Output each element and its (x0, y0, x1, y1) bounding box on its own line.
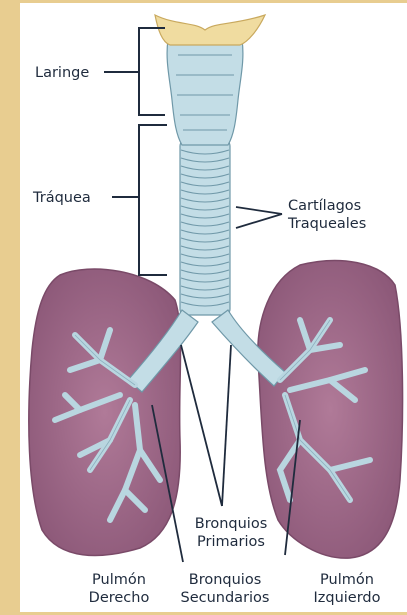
trachea-shape (180, 140, 230, 315)
label-primary-line1: Bronquios (186, 515, 276, 533)
label-cartilage: Cartílagos Traqueales (288, 197, 366, 233)
label-secondary-bronchi: Bronquios Secundarios (172, 571, 278, 607)
label-left-lung-line2: Izquierdo (302, 589, 392, 607)
label-cartilage-line1: Cartílagos (288, 197, 366, 215)
label-right-lung: Pulmón Derecho (78, 571, 160, 607)
label-right-lung-line1: Pulmón (78, 571, 160, 589)
larynx-shape (155, 15, 265, 145)
label-primary-bronchi: Bronquios Primarios (186, 515, 276, 551)
larynx-bracket (104, 28, 165, 115)
right-lung (29, 269, 181, 556)
label-larynx: Laringe (35, 64, 89, 82)
label-secondary-line1: Bronquios (172, 571, 278, 589)
label-secondary-line2: Secundarios (172, 589, 278, 607)
label-cartilage-line2: Traqueales (288, 215, 366, 233)
label-left-lung-line1: Pulmón (302, 571, 392, 589)
label-primary-line2: Primarios (186, 533, 276, 551)
left-lung (258, 261, 403, 559)
trachea-bracket (112, 125, 167, 275)
label-right-lung-line2: Derecho (78, 589, 160, 607)
label-trachea: Tráquea (33, 189, 91, 207)
label-left-lung: Pulmón Izquierdo (302, 571, 392, 607)
epiglottis (155, 15, 265, 45)
